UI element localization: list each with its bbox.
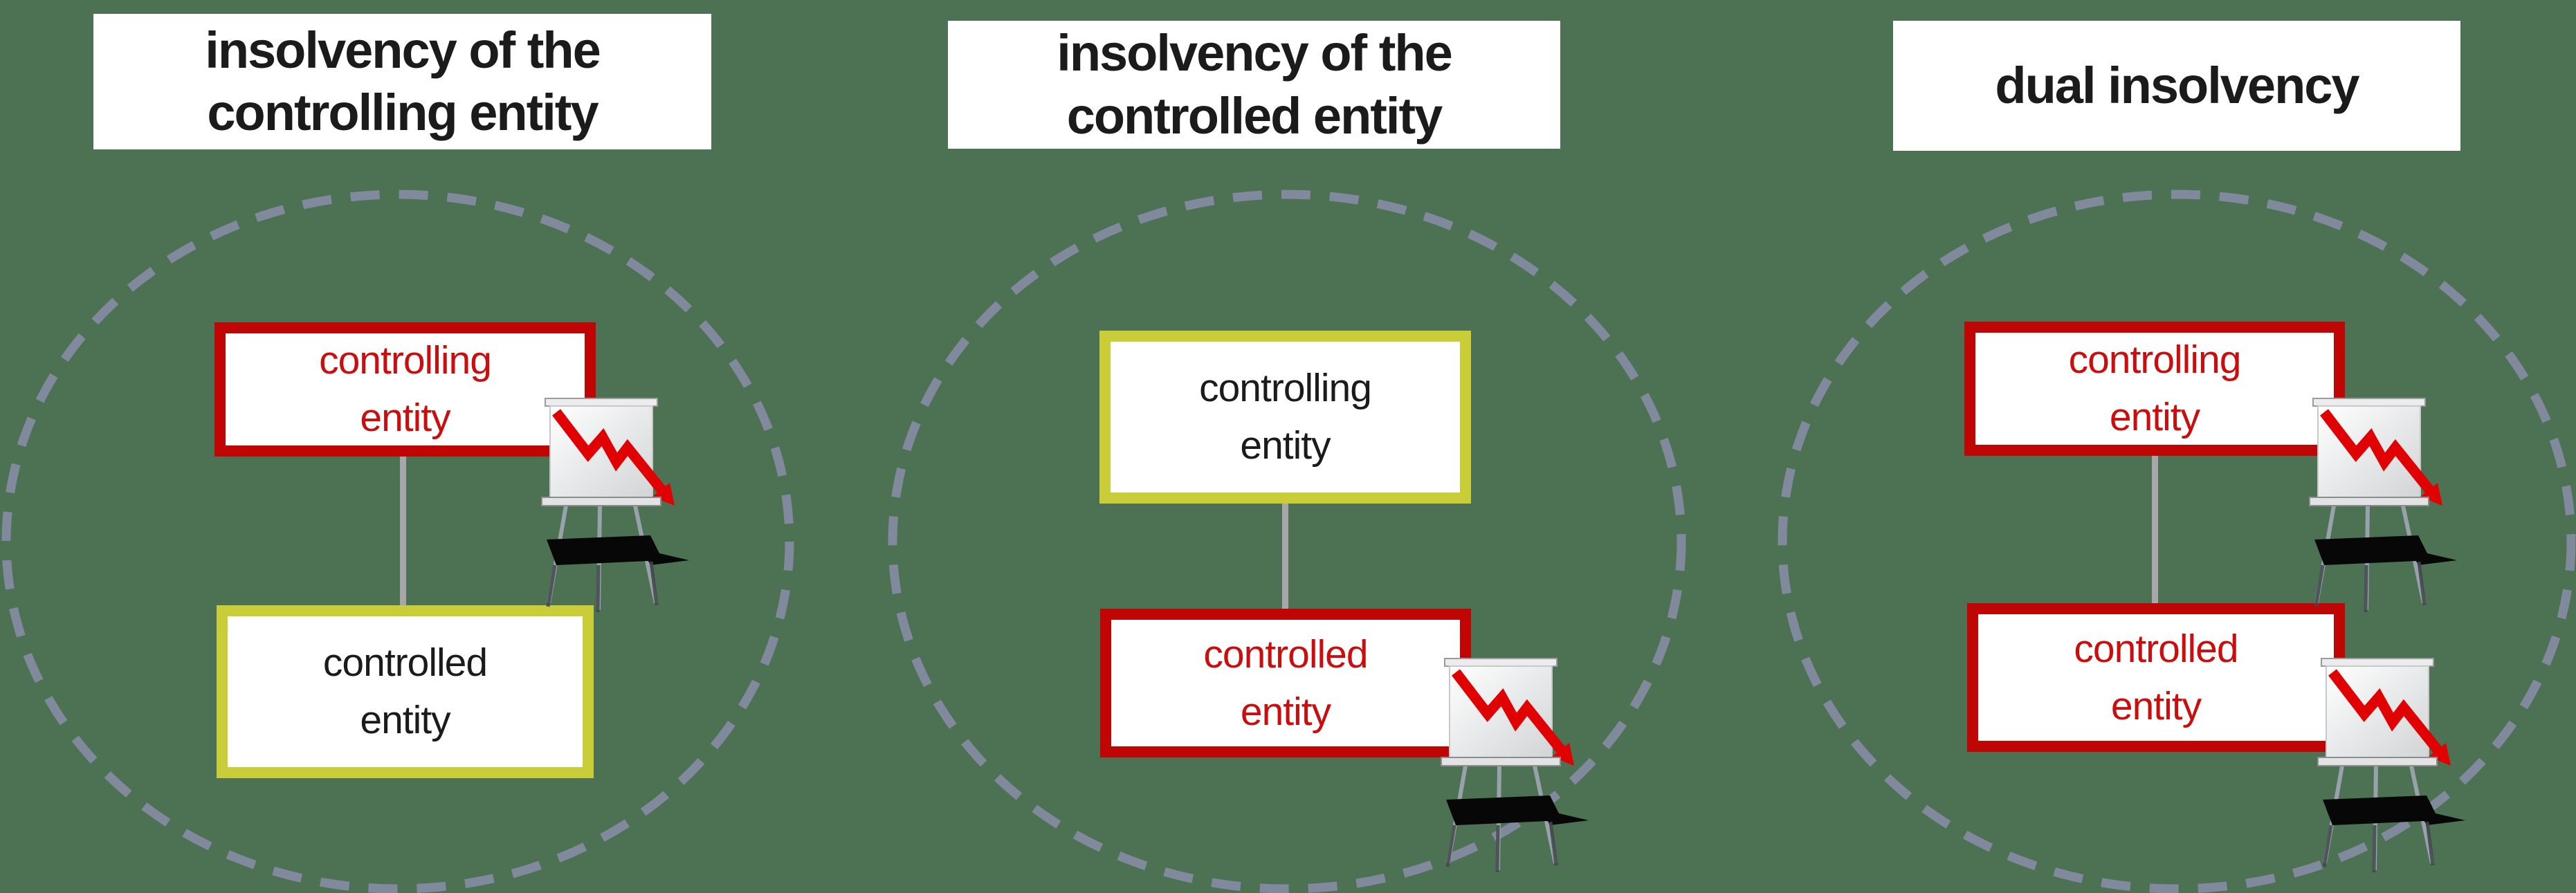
entity-label-line: entity bbox=[360, 698, 450, 742]
panel-title-line: dual insolvency bbox=[1995, 56, 2359, 114]
entity-label-line: controlling bbox=[2068, 338, 2242, 383]
declining-chart-icon bbox=[2317, 658, 2465, 873]
entity-label-line: controlled bbox=[2074, 626, 2238, 671]
entity-label-line: entity bbox=[2109, 395, 2200, 439]
declining-chart-icon bbox=[541, 398, 689, 613]
control-relation-connector bbox=[1282, 498, 1288, 612]
entity-label-line: entity bbox=[1240, 423, 1331, 468]
entity-label-line: controlling bbox=[1199, 366, 1372, 411]
entity-label-line: controlled bbox=[1203, 632, 1368, 676]
panel-title-dual-insolvency: dual insolvency bbox=[1893, 21, 2460, 151]
panel-title-insolvency-of-controlled-entity: insolvency of the controlled entity bbox=[948, 21, 1560, 149]
panel-title-line: controlling entity bbox=[207, 84, 599, 141]
entity-label-line: entity bbox=[1240, 689, 1331, 734]
controlled-entity-box: controlled entity bbox=[1100, 609, 1471, 757]
control-relation-connector bbox=[2152, 450, 2158, 607]
panel-title-insolvency-of-controlling-entity: insolvency of the controlling entity bbox=[93, 14, 711, 149]
controlling-entity-box: controlling entity bbox=[214, 322, 596, 457]
group-ellipse bbox=[1, 190, 794, 893]
entity-label-line: controlling bbox=[319, 338, 492, 383]
group-ellipse bbox=[1778, 190, 2576, 893]
controlled-entity-box: controlled entity bbox=[217, 605, 594, 778]
control-relation-connector bbox=[400, 451, 406, 609]
panel-title-line: controlled entity bbox=[1066, 86, 1443, 145]
panel-title-line: insolvency of the bbox=[1057, 24, 1452, 82]
controlling-entity-box: controlling entity bbox=[1099, 331, 1471, 504]
panel-title-line: insolvency of the bbox=[205, 21, 601, 79]
declining-chart-icon bbox=[2309, 398, 2457, 613]
entity-label-line: entity bbox=[2110, 683, 2202, 728]
controlled-entity-box: controlled entity bbox=[1967, 603, 2345, 752]
declining-chart-icon bbox=[1441, 658, 1589, 873]
entity-label-line: entity bbox=[360, 396, 450, 440]
controlling-entity-box: controlling entity bbox=[1964, 322, 2345, 456]
group-ellipse bbox=[888, 190, 1686, 893]
entity-label-line: controlled bbox=[322, 641, 488, 685]
